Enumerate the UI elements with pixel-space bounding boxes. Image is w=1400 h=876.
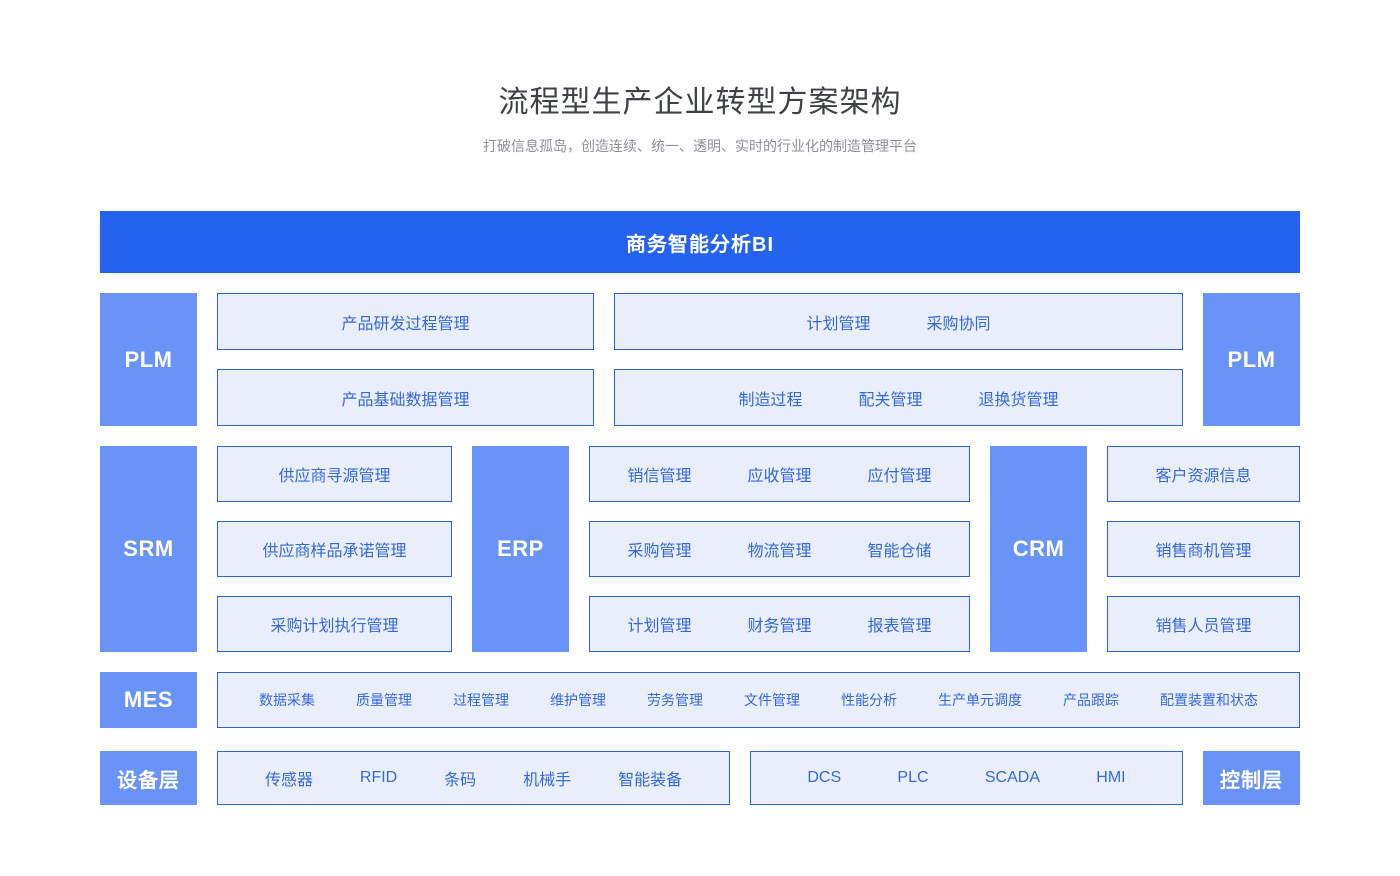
srm-column: 供应商寻源管理 供应商样品承诺管理 采购计划执行管理 — [217, 446, 452, 652]
box-product-rd-process: 产品研发过程管理 — [217, 293, 594, 350]
tower-srm: SRM — [100, 446, 197, 652]
tower-plm-left: PLM — [100, 293, 197, 426]
box-item: 供应商样品承诺管理 — [262, 543, 407, 560]
box-erp-logistics: 采购管理 物流管理 智能仓储 — [589, 521, 970, 577]
box-sales-staff: 销售人员管理 — [1107, 596, 1300, 652]
box-item: 采购协同 — [926, 315, 991, 333]
box-item: 应收管理 — [747, 468, 812, 485]
box-item: 采购计划执行管理 — [270, 618, 399, 635]
box-item: 财务管理 — [747, 618, 812, 635]
box-item: 客户资源信息 — [1155, 468, 1252, 485]
box-control-items: DCS PLC SCADA HMI — [750, 751, 1183, 805]
box-supplier-sourcing: 供应商寻源管理 — [217, 446, 452, 502]
box-manufacturing-returns: 制造过程 配关管理 退换货管理 — [613, 369, 1183, 426]
box-item: HMI — [1096, 769, 1126, 786]
page-header: 流程型生产企业转型方案架构 打破信息孤岛，创造连续、统一、透明、实时的行业化的制… — [0, 0, 1400, 156]
device-control-row: 设备层 传感器 RFID 条码 机械手 智能装备 DCS PLC SCADA H… — [100, 751, 1300, 805]
tower-erp: ERP — [472, 446, 569, 652]
box-item: 配关管理 — [858, 391, 923, 409]
box-item: 销售人员管理 — [1155, 618, 1252, 635]
box-purchase-plan-exec: 采购计划执行管理 — [217, 596, 452, 652]
box-item: 应付管理 — [867, 468, 932, 485]
box-item: 销信管理 — [627, 468, 692, 485]
box-item: 质量管理 — [356, 692, 412, 708]
box-item: 销售商机管理 — [1155, 543, 1252, 560]
erp-column: 销信管理 应收管理 应付管理 采购管理 物流管理 智能仓储 计划管理 财务管理 … — [589, 446, 970, 652]
tower-device-layer: 设备层 — [100, 751, 197, 805]
box-item: PLC — [897, 769, 929, 786]
box-item: 传感器 — [264, 772, 313, 789]
box-item: 智能装备 — [618, 772, 683, 789]
tower-mes: MES — [100, 672, 197, 728]
box-item: DCS — [807, 769, 842, 786]
box-item: 性能分析 — [841, 692, 897, 708]
box-item: 智能仓储 — [867, 543, 932, 560]
mes-row: MES 数据采集 质量管理 过程管理 维护管理 劳务管理 文件管理 性能分析 生… — [100, 672, 1300, 728]
box-item: 计划管理 — [627, 618, 692, 635]
box-item: 物流管理 — [747, 543, 812, 560]
crm-column: 客户资源信息 销售商机管理 销售人员管理 — [1107, 446, 1300, 652]
box-item: 劳务管理 — [647, 692, 703, 708]
box-plan-procurement: 计划管理 采购协同 — [613, 293, 1183, 350]
box-item: 维护管理 — [550, 692, 606, 708]
box-item: RFID — [359, 769, 398, 786]
box-item: 退换货管理 — [978, 391, 1059, 409]
tower-control-layer: 控制层 — [1203, 751, 1300, 805]
box-customer-resource: 客户资源信息 — [1107, 446, 1300, 502]
box-sales-opportunity: 销售商机管理 — [1107, 521, 1300, 577]
box-item: 过程管理 — [453, 692, 509, 708]
box-item: 计划管理 — [806, 315, 871, 333]
tower-plm-right: PLM — [1203, 293, 1300, 426]
box-item: 制造过程 — [738, 391, 803, 409]
box-mes-functions: 数据采集 质量管理 过程管理 维护管理 劳务管理 文件管理 性能分析 生产单元调… — [217, 672, 1300, 728]
plm-column-right: 计划管理 采购协同 制造过程 配关管理 退换货管理 — [613, 293, 1183, 426]
box-erp-finance-1: 销信管理 应收管理 应付管理 — [589, 446, 970, 502]
plm-row: PLM 产品研发过程管理 产品基础数据管理 计划管理 采购协同 制造过程 配关管… — [100, 293, 1300, 426]
box-erp-plan-finance-report: 计划管理 财务管理 报表管理 — [589, 596, 970, 652]
box-item: 产品跟踪 — [1063, 692, 1119, 708]
plm-column-left: 产品研发过程管理 产品基础数据管理 — [217, 293, 594, 426]
box-product-base-data: 产品基础数据管理 — [217, 369, 594, 426]
box-item: 条码 — [444, 772, 477, 789]
srm-erp-crm-row: SRM 供应商寻源管理 供应商样品承诺管理 采购计划执行管理 ERP 销信管理 … — [100, 446, 1300, 652]
box-item: 产品基础数据管理 — [341, 391, 470, 409]
box-item: 供应商寻源管理 — [278, 468, 391, 485]
page-subtitle: 打破信息孤岛，创造连续、统一、透明、实时的行业化的制造管理平台 — [483, 138, 917, 154]
box-item: 数据采集 — [259, 692, 315, 708]
page-title: 流程型生产企业转型方案架构 — [498, 86, 902, 119]
architecture-diagram: 商务智能分析BI PLM 产品研发过程管理 产品基础数据管理 计划管理 采购协同… — [100, 211, 1300, 805]
box-item: SCADA — [984, 769, 1040, 786]
box-item: 文件管理 — [744, 692, 800, 708]
box-item: 产品研发过程管理 — [341, 315, 470, 333]
box-item: 配置装置和状态 — [1160, 692, 1258, 708]
box-item: 机械手 — [523, 772, 572, 789]
tower-crm: CRM — [990, 446, 1087, 652]
box-supplier-sample: 供应商样品承诺管理 — [217, 521, 452, 577]
box-item: 生产单元调度 — [938, 692, 1022, 708]
bi-banner: 商务智能分析BI — [100, 211, 1300, 273]
box-device-items: 传感器 RFID 条码 机械手 智能装备 — [217, 751, 731, 805]
box-item: 报表管理 — [867, 618, 932, 635]
box-item: 采购管理 — [627, 543, 692, 560]
